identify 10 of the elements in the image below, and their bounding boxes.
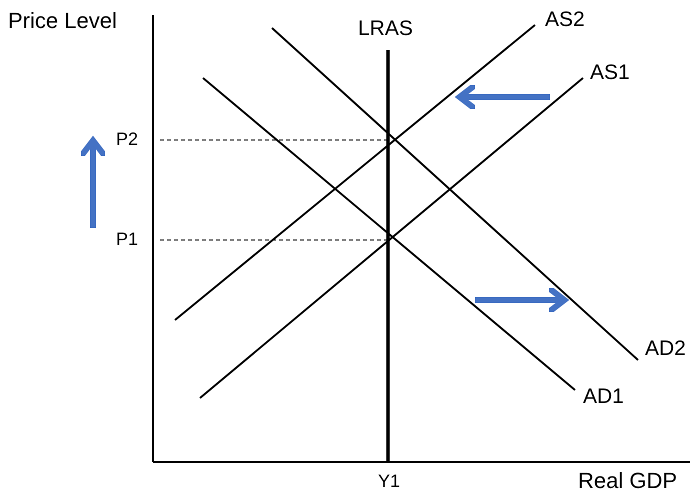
tick-label: Y1	[378, 472, 400, 490]
curve-label: LRAS	[358, 18, 413, 39]
tick-label: P2	[116, 130, 138, 148]
axis-title: Real GDP	[578, 470, 678, 492]
curve-label: AS2	[545, 9, 585, 30]
curve-label: AD2	[645, 338, 686, 359]
curve-label: AD1	[583, 386, 624, 407]
curve-label: AS1	[590, 62, 630, 83]
axis-title: Price Level	[8, 10, 117, 32]
tick-label: P1	[116, 230, 138, 248]
